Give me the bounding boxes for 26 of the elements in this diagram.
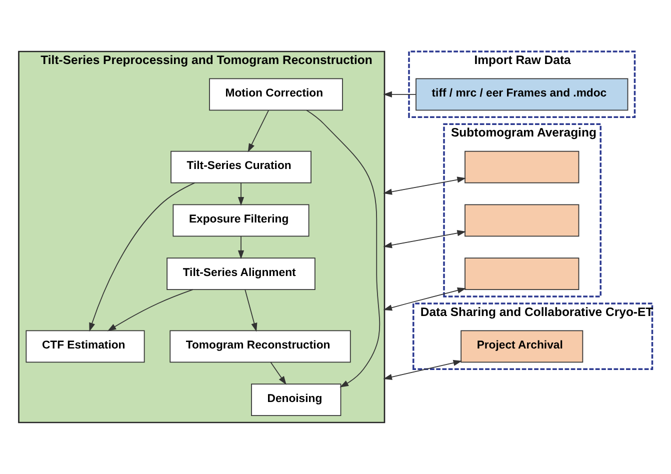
arrow xyxy=(238,236,244,260)
arrow xyxy=(270,362,286,385)
arrow xyxy=(107,289,194,332)
node-box: Motion Correction xyxy=(209,78,343,111)
arrow xyxy=(383,230,466,248)
node-box: Exposure Filtering xyxy=(172,204,310,237)
arrow xyxy=(89,182,196,332)
node-box xyxy=(464,204,580,237)
arrow xyxy=(238,182,244,206)
arrow xyxy=(383,91,416,98)
node-box: tiff / mrc / eer Frames and .mdoc xyxy=(416,78,628,111)
node-box: Tomogram Reconstruction xyxy=(170,330,351,363)
node-box: Denoising xyxy=(251,384,342,416)
arrow xyxy=(306,110,380,388)
node-box xyxy=(464,258,580,290)
arrow xyxy=(383,360,462,380)
arrow xyxy=(383,176,466,195)
arrow xyxy=(244,289,258,332)
arrow xyxy=(383,287,466,311)
node-box: Tilt-Series Curation xyxy=(170,150,312,184)
node-box: Tilt-Series Alignment xyxy=(166,258,316,290)
node-box: Project Archival xyxy=(460,330,584,363)
node-box xyxy=(464,150,580,184)
arrow xyxy=(248,110,270,152)
node-box: CTF Estimation xyxy=(26,330,145,363)
cluster: Subtomogram Averaging xyxy=(443,123,602,298)
